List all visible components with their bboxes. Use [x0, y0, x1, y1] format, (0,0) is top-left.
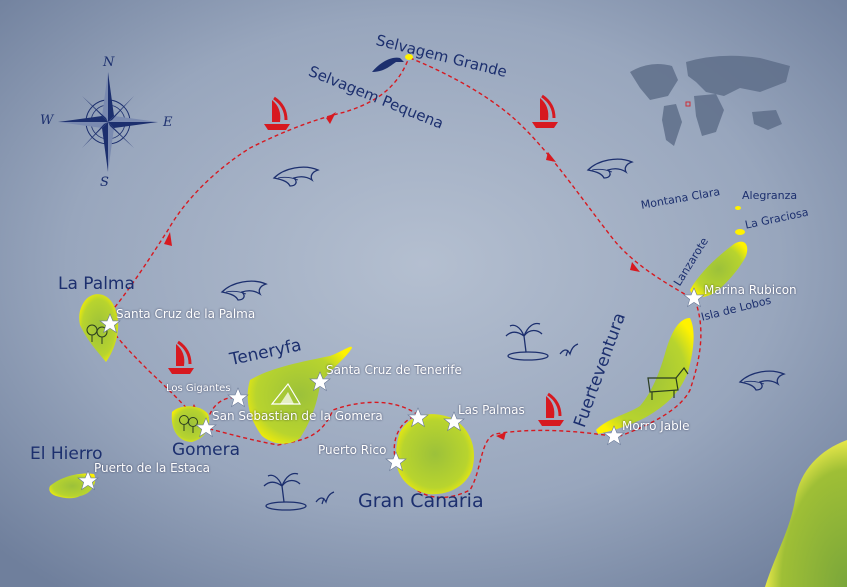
- label-los-gigantes: Los Gigantes: [166, 383, 231, 394]
- island-fuerteventura: [596, 318, 694, 434]
- island-gomera: [171, 406, 210, 442]
- label-marina-rubicon: Marina Rubicon: [704, 283, 797, 297]
- compass-s-label: S: [100, 175, 109, 190]
- palm-island-icon: [505, 322, 549, 361]
- label-la-palma: La Palma: [58, 274, 135, 294]
- label-morro-jable: Morro Jable: [622, 419, 690, 433]
- label-alegranza: Alegranza: [742, 189, 798, 202]
- compass-w-label: W: [40, 113, 54, 128]
- africa-coast: [765, 440, 847, 587]
- label-san-sebastian: San Sebastian de la Gomera: [212, 409, 383, 423]
- island-tenerife: [247, 346, 352, 444]
- compass-n-label: N: [103, 55, 115, 70]
- compass-e-label: E: [163, 115, 173, 130]
- compass-rose-icon: [58, 72, 158, 172]
- island-gran-canaria: [396, 414, 474, 495]
- goat-icon: [647, 366, 689, 400]
- whale-tail-icon: [315, 343, 579, 505]
- label-gomera: Gomera: [172, 440, 240, 460]
- world-map-icon: [630, 55, 790, 146]
- route-arrows: [164, 112, 640, 440]
- island-alegranza: [735, 206, 741, 210]
- label-puerto-estaca: Puerto de la Estaca: [94, 461, 210, 475]
- island-selvagem: [405, 54, 413, 60]
- label-gran-canaria: Gran Canaria: [358, 490, 484, 512]
- label-puerto-rico: Puerto Rico: [318, 443, 387, 457]
- label-las-palmas: Las Palmas: [458, 403, 525, 417]
- bird-icon: [372, 57, 404, 72]
- tree-icon: [86, 324, 198, 433]
- island-la-graciosa: [735, 229, 745, 235]
- label-santa-cruz-palma: Santa Cruz de la Palma: [116, 307, 256, 321]
- volcano-icon: [270, 382, 302, 405]
- label-el-hierro: El Hierro: [30, 444, 103, 464]
- label-santa-cruz-tenerife: Santa Cruz de Tenerife: [326, 363, 462, 377]
- sailing-route: [105, 57, 702, 498]
- palm-island-icon: [263, 472, 307, 511]
- island-lanzarote: [690, 241, 748, 297]
